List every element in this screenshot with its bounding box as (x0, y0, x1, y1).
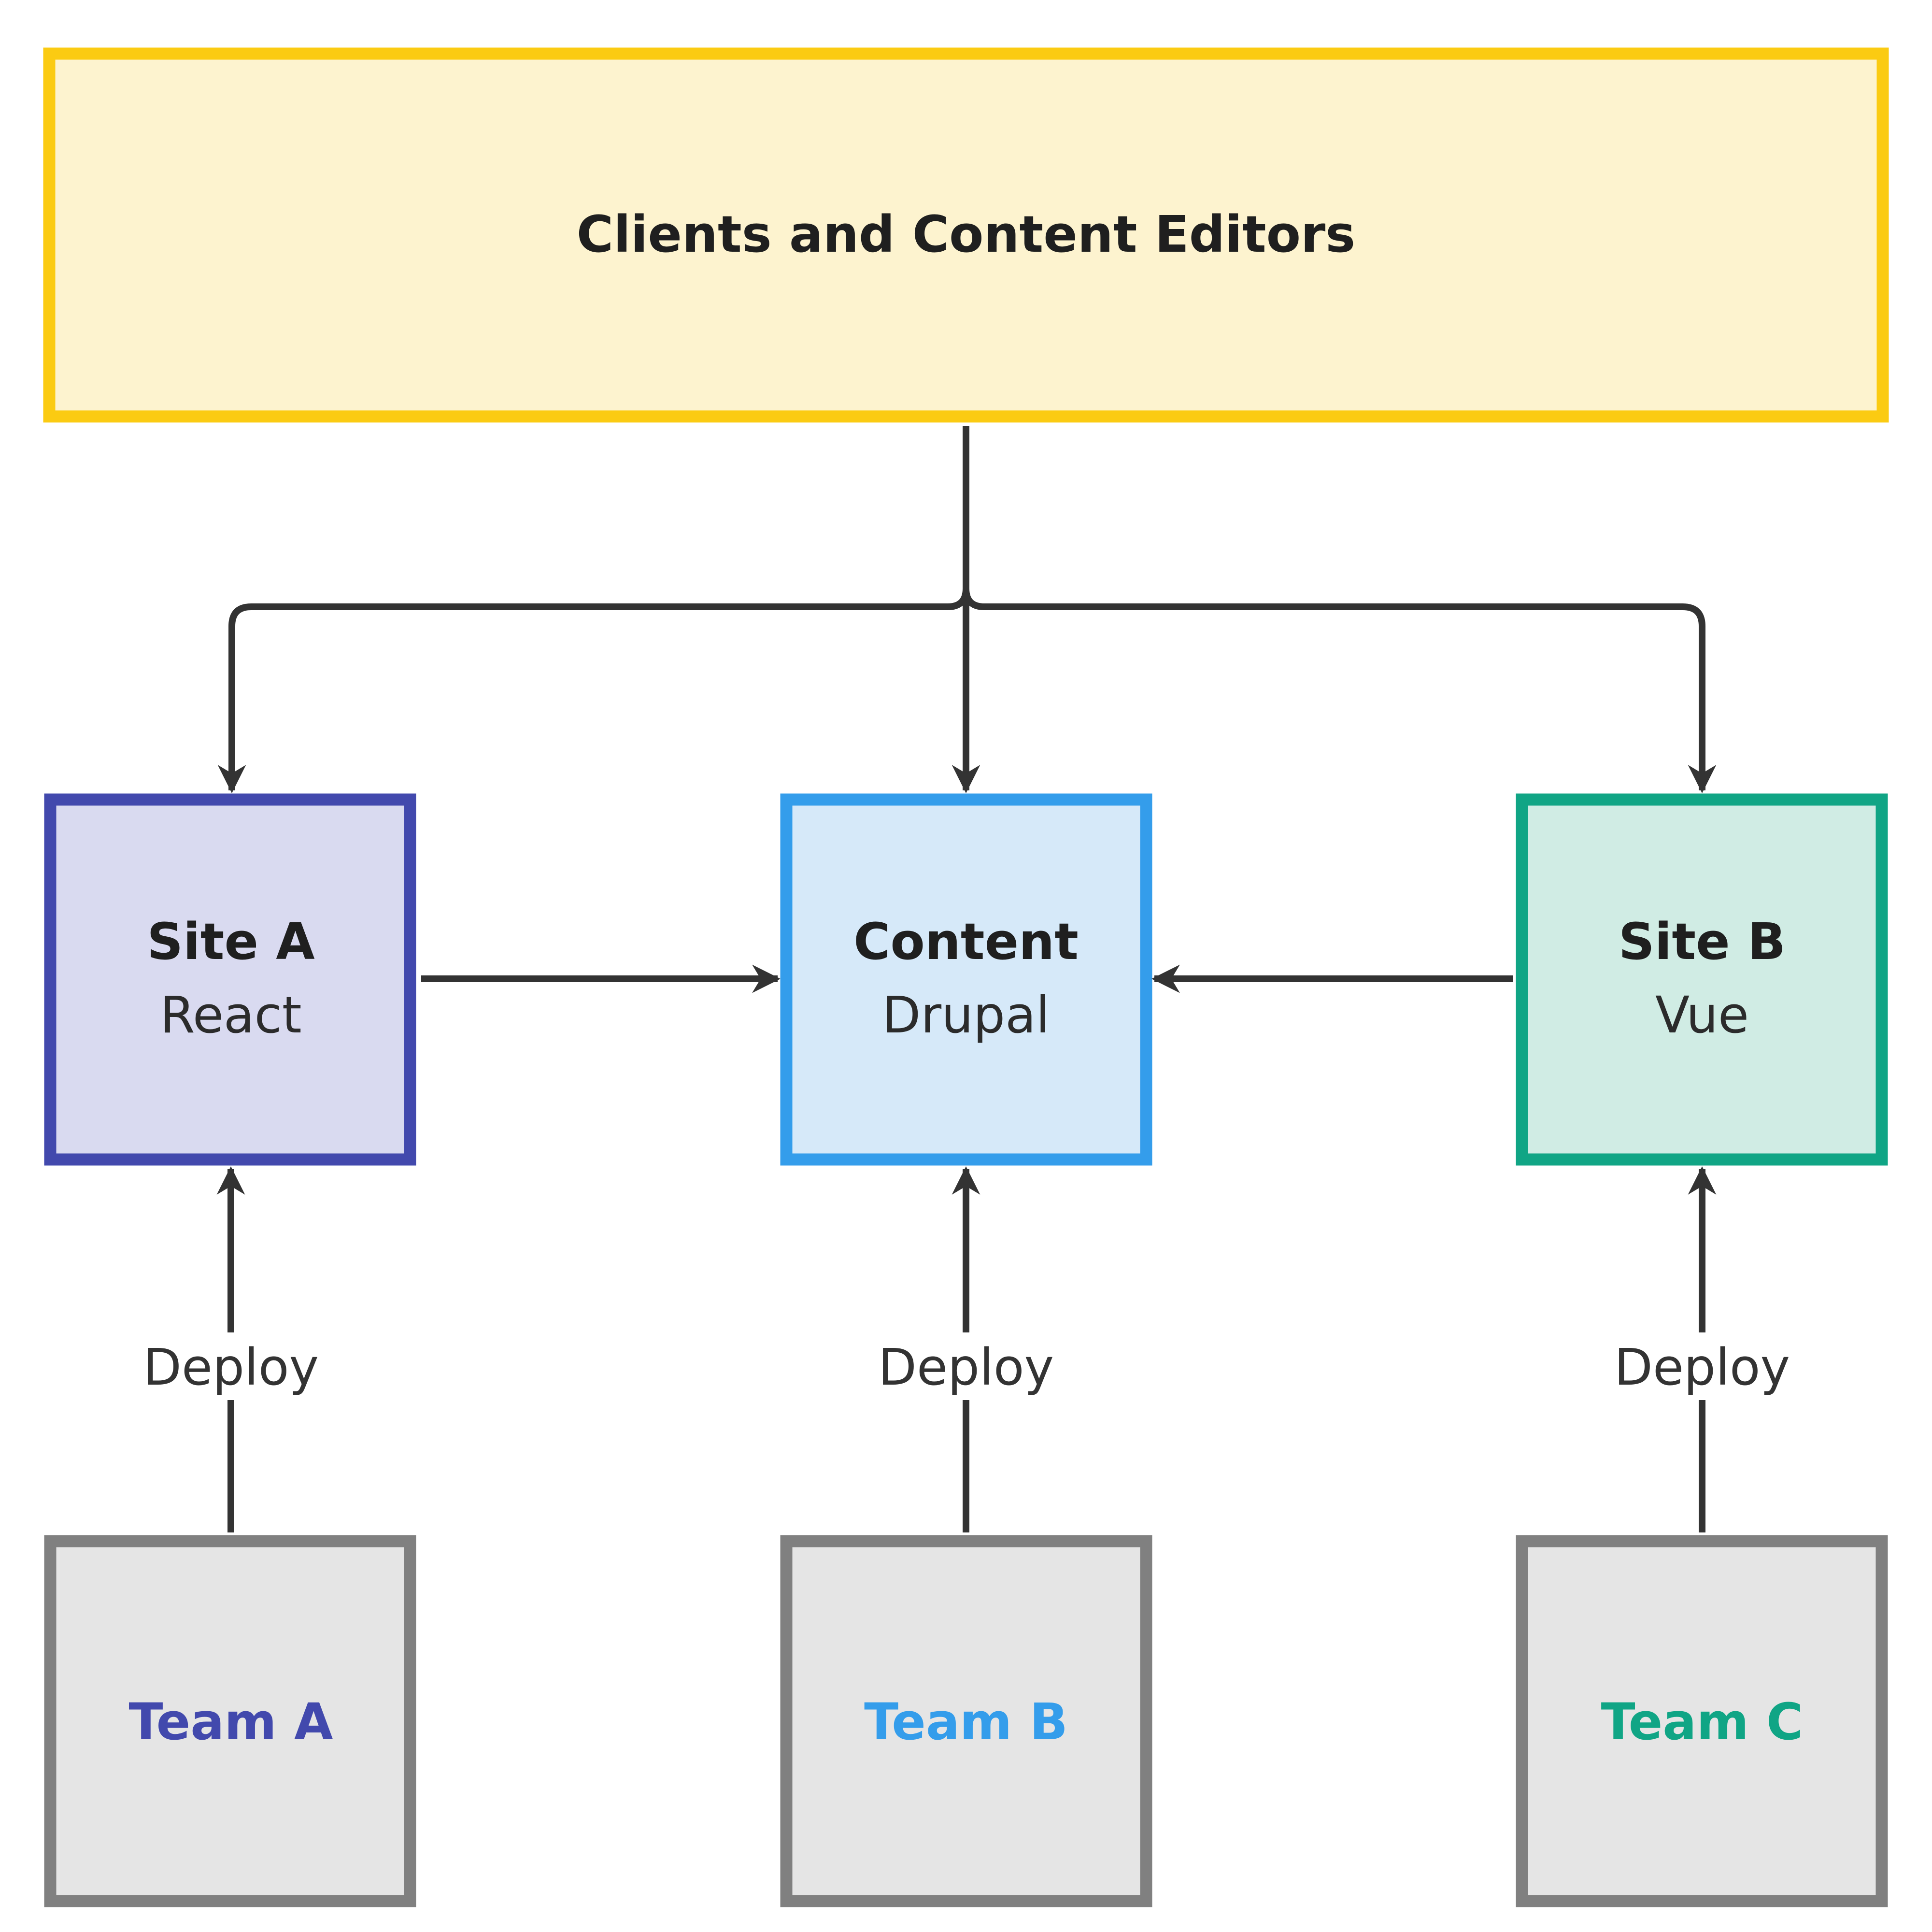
node-clients-and-content-editors: Clients and Content Editors (43, 47, 1889, 423)
node-clients-title: Clients and Content Editors (577, 205, 1355, 264)
node-site-a-subtitle: React (160, 986, 301, 1045)
edge-deploy-c-label: Deploy (1614, 1338, 1790, 1397)
node-team-c-box (1516, 1535, 1888, 1907)
node-site-a: Site A React (44, 793, 416, 1166)
node-site-b-title: Site B (1619, 912, 1786, 971)
node-team-c: Team C (1516, 1535, 1888, 1907)
edge-clients-to-site-a (217, 426, 969, 793)
node-content-title: Content (853, 912, 1079, 971)
node-site-a-title: Site A (147, 912, 315, 971)
edges-from-clients (217, 426, 1717, 793)
node-site-b: Site B Vue (1516, 793, 1888, 1166)
edges-deploy: Deploy Deploy Deploy (143, 1166, 1790, 1532)
node-site-b-subtitle: Vue (1655, 986, 1749, 1045)
node-content-subtitle: Drupal (882, 986, 1050, 1045)
edge-clients-to-site-b (963, 426, 1717, 793)
edge-deploy-b-label: Deploy (878, 1338, 1054, 1397)
node-team-b-title: Team B (864, 1692, 1068, 1751)
node-site-b-box (1516, 793, 1888, 1166)
node-site-a-box (44, 793, 416, 1166)
node-team-a: Team A (44, 1535, 416, 1907)
node-team-b-box (780, 1535, 1152, 1907)
edge-deploy-a-label: Deploy (143, 1338, 319, 1397)
node-content-box (780, 793, 1152, 1166)
node-team-c-title: Team C (1601, 1692, 1804, 1751)
node-content: Content Drupal (780, 793, 1152, 1166)
node-team-b: Team B (780, 1535, 1152, 1907)
node-team-a-box (44, 1535, 416, 1907)
node-clients-box (43, 47, 1889, 423)
node-team-a-title: Team A (129, 1692, 333, 1751)
